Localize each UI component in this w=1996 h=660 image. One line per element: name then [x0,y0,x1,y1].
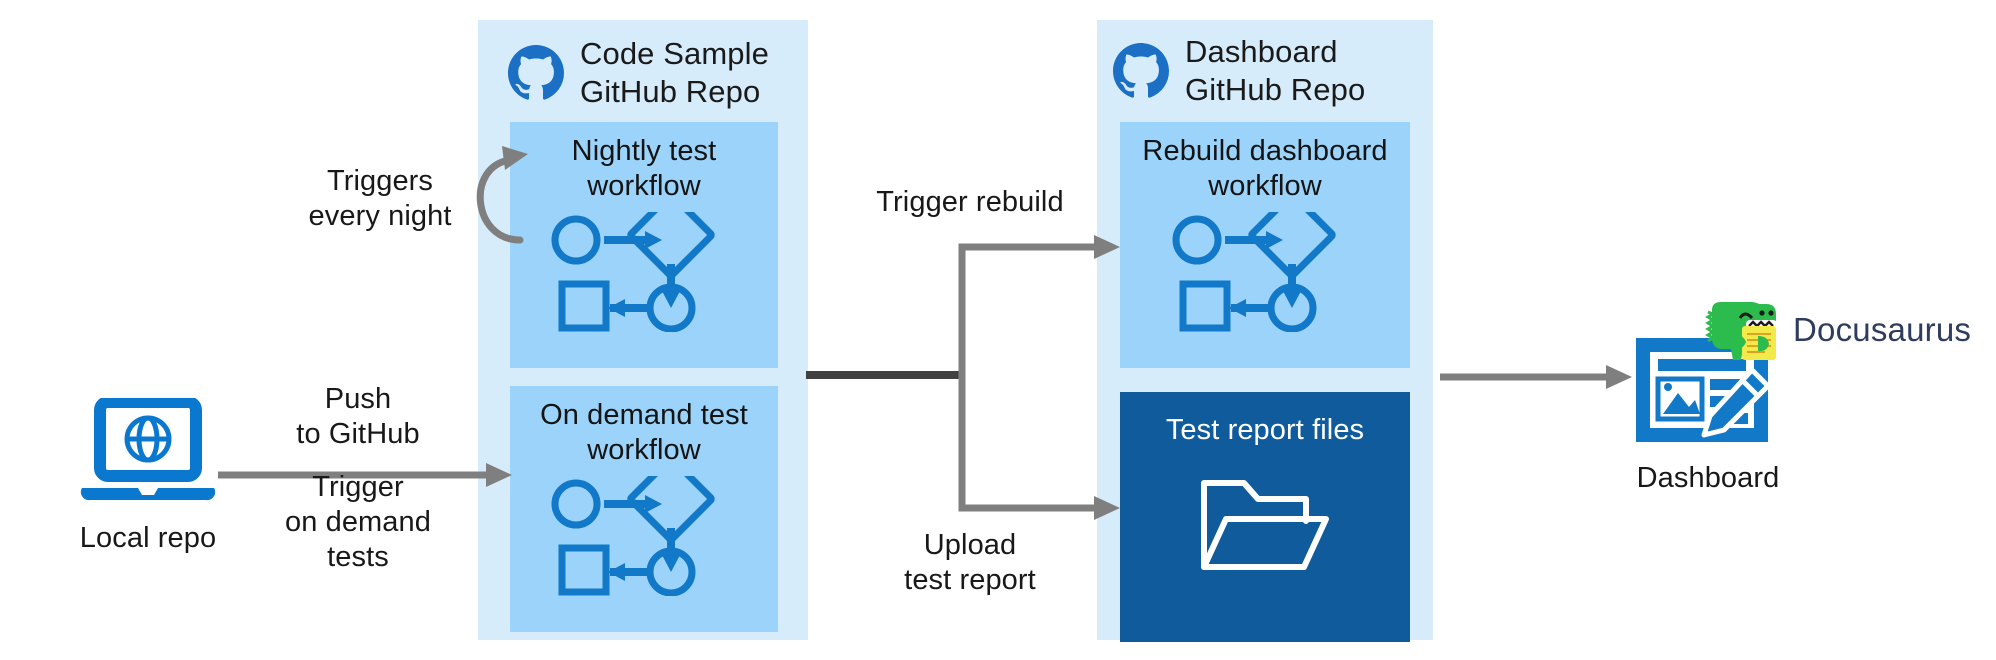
label-upload-test-report: Upload test report [904,529,1036,596]
docusaurus-dino-icon [1700,296,1780,368]
connector-trigger-rebuild [958,235,1120,385]
local-repo-node[interactable] [78,396,218,516]
on-demand-test-workflow-card[interactable]: On demand test workflow [510,386,778,632]
test-report-files-title: Test report files [1165,414,1365,446]
workflow-diagram-icon [1172,211,1336,332]
rebuild-dashboard-workflow-card[interactable]: Rebuild dashboard workflow [1120,122,1410,368]
dashboard-repo-header: Dashboard GitHub Repo [1113,34,1433,107]
connector-repo-to-dashboard [1440,365,1632,389]
label-triggers-every-night: Triggers every night [308,165,452,232]
workflow-diagram-icon [551,211,715,332]
github-octocat-icon [508,45,564,101]
local-repo-caption: Local repo [79,522,217,554]
workflow-diagram-icon [551,475,715,596]
dashboard-repo-title: Dashboard GitHub Repo [1185,34,1366,107]
laptop-globe-icon [80,396,216,501]
github-octocat-icon [1113,43,1169,99]
code-sample-repo-header: Code Sample GitHub Repo [508,36,808,109]
label-push-to-github: Push to GitHub [296,383,420,450]
test-report-files-card[interactable]: Test report files [1120,392,1410,642]
code-sample-repo-title: Code Sample GitHub Repo [580,36,769,109]
open-folder-icon [1201,480,1329,570]
on-demand-test-workflow-title: On demand test workflow [540,399,748,466]
dashboard-output-caption: Dashboard [1636,462,1780,494]
connector-triggers-every-night [476,146,528,244]
label-trigger-on-demand: Trigger on demand tests [284,471,431,573]
nightly-test-workflow-card[interactable]: Nightly test workflow [510,122,778,368]
connector-upload-test-report [958,365,1120,520]
docusaurus-label: Docusaurus [1793,311,1972,348]
label-trigger-rebuild: Trigger rebuild [876,186,1064,218]
connector-coderepo-to-junction [806,371,962,379]
nightly-test-workflow-title: Nightly test workflow [571,135,717,202]
rebuild-dashboard-workflow-title: Rebuild dashboard workflow [1142,135,1388,202]
connector-local-to-ondemand [218,463,512,487]
